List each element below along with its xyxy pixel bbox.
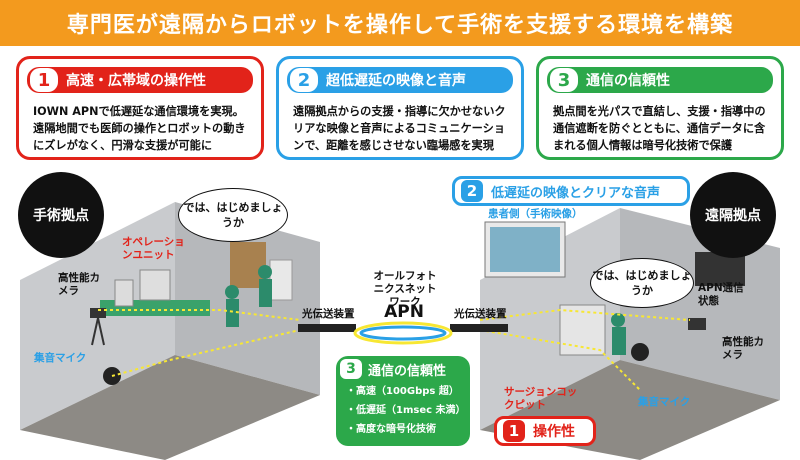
card-operability: 1 高速・広帯域の操作性 IOWN APNで低遅延な通信環境を実現。遠隔地間でも医… xyxy=(16,56,264,160)
network-label: オールフォトニクスネットワーク xyxy=(373,270,437,308)
speech-bubble-left: では、はじめましょうか xyxy=(178,188,288,242)
transmitter-label-left: 光伝送装置 xyxy=(302,308,355,320)
card-heading: 高速・広帯域の操作性 xyxy=(66,73,206,89)
site-badge-left: 手術拠点 xyxy=(18,172,104,258)
apn-link xyxy=(298,321,508,345)
speech-bubble-right: では、はじめましょうか xyxy=(590,258,694,308)
card-body: 遠隔拠点からの支援・指導に欠かせないクリアな映像と音声によるコミュニケーションで… xyxy=(293,105,506,152)
camera-label-left: 高性能カメラ xyxy=(58,272,100,297)
left-room-illustration xyxy=(20,202,320,460)
low-latency-pill: 2 低遅延の映像とクリアな音声 xyxy=(452,176,690,206)
transmitter-label-right: 光伝送装置 xyxy=(454,308,507,320)
reliability-item: ・高度な暗号化技術 xyxy=(346,424,436,435)
pill-number: 1 xyxy=(503,420,525,442)
operation-unit-label: オペレーションユニット xyxy=(122,236,185,261)
scene-illustration xyxy=(20,202,780,460)
reliability-item: ・低遅延（1msec 未満） xyxy=(346,405,466,416)
card-number: 2 xyxy=(290,68,318,92)
card-body: IOWN APNで低遅延な通信環境を実現。遠隔地間でも医師の操作とロボットの動き… xyxy=(33,105,246,152)
card-reliability: 3 通信の信頼性 拠点間を光パスで直結し、支援・指導中の通信遮断を防ぐとともに、通… xyxy=(536,56,784,160)
camera-label-right: 高性能カメラ xyxy=(722,336,764,361)
card-heading: 通信の信頼性 xyxy=(586,73,670,89)
apn-label: APN xyxy=(384,302,424,322)
reliability-header: 3 通信の信頼性 xyxy=(336,356,470,382)
pill-text: 操作性 xyxy=(533,424,575,440)
patient-view-label: 患者側（手術映像） xyxy=(488,208,583,220)
reliability-number: 3 xyxy=(340,359,362,379)
site-badge-right: 遠隔拠点 xyxy=(690,172,776,258)
reliability-box: 3 通信の信頼性 ・高速（100Gbps 超） ・低遅延（1msec 未満） ・高… xyxy=(336,356,470,446)
reliability-heading: 通信の信頼性 xyxy=(368,363,447,379)
card-body: 拠点間を光パスで直結し、支援・指導中の通信遮断を防ぐとともに、通信データに含まれ… xyxy=(553,105,766,152)
mic-label-left: 集音マイク xyxy=(34,352,87,364)
card-low-latency: 2 超低遅延の映像と音声 遠隔拠点からの支援・指導に欠かせないクリアな映像と音声に… xyxy=(276,56,524,160)
reliability-item: ・高速（100Gbps 超） xyxy=(346,386,459,397)
surgeon-cockpit-label: サージョンコックピット xyxy=(504,386,578,411)
pill-text: 低遅延の映像とクリアな音声 xyxy=(491,185,661,201)
card-header: 2 超低遅延の映像と音声 xyxy=(287,67,513,93)
card-header: 3 通信の信頼性 xyxy=(547,67,773,93)
apn-status-label: APN通信状態 xyxy=(698,282,744,307)
card-number: 3 xyxy=(550,68,578,92)
page-title: 専門医が遠隔からロボットを操作して手術を支援する環境を構築 xyxy=(0,0,800,46)
card-number: 1 xyxy=(30,68,58,92)
card-header: 1 高速・広帯域の操作性 xyxy=(27,67,253,93)
right-room-illustration xyxy=(479,208,780,460)
pill-number: 2 xyxy=(461,180,483,202)
mic-label-right: 集音マイク xyxy=(638,396,691,408)
reliability-list: ・高速（100Gbps 超） ・低遅延（1msec 未満） ・高度な暗号化技術 xyxy=(336,382,470,439)
card-heading: 超低遅延の映像と音声 xyxy=(326,73,466,89)
operability-pill: 1 操作性 xyxy=(494,416,596,446)
